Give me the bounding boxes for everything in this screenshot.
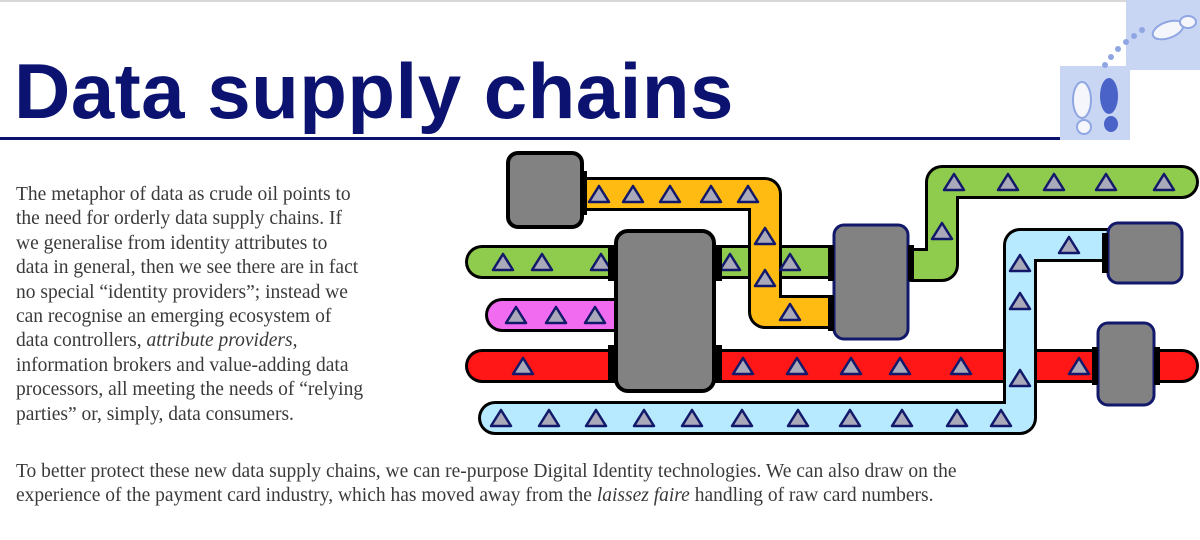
paragraph-line: data in general, then we see there are i… (16, 257, 359, 279)
triangle-marker (718, 252, 742, 272)
triangle-marker (621, 184, 645, 204)
triangle-marker (680, 408, 704, 428)
footer-paragraph: To better protect these new data supply … (16, 460, 1176, 509)
triangle-marker (949, 356, 973, 376)
triangle-marker (489, 408, 513, 428)
triangle-marker (838, 408, 862, 428)
triangle-marker (658, 184, 682, 204)
triangle-marker (930, 221, 954, 241)
triangle-marker (1008, 291, 1032, 311)
triangle-marker (890, 408, 914, 428)
triangle-marker (778, 302, 802, 322)
paragraph-line: processors, all meeting the needs of “re… (16, 379, 364, 401)
paragraph-line: can recognise an emerging ecosystem of (16, 306, 332, 328)
triangle-marker (778, 252, 802, 272)
triangle-marker (731, 356, 755, 376)
paragraph-line: parties” or, simply, data consumers. (16, 403, 294, 425)
triangle-marker (584, 408, 608, 428)
triangle-marker (1008, 368, 1032, 388)
triangle-marker (942, 172, 966, 192)
triangle-marker (583, 305, 607, 325)
body-paragraph: The metaphor of data as crude oil points… (16, 183, 436, 427)
emphasis-text: attribute providers (146, 330, 293, 352)
triangle-marker (504, 305, 528, 325)
processing-node (1096, 321, 1156, 407)
triangle-marker (753, 226, 777, 246)
triangle-marker (730, 408, 754, 428)
processing-node (832, 223, 910, 341)
triangle-marker (1057, 235, 1081, 255)
triangle-marker (989, 408, 1013, 428)
triangle-marker (753, 268, 777, 288)
triangle-marker (537, 408, 561, 428)
paragraph-line: information brokers and value-adding dat… (16, 354, 349, 376)
triangle-marker (1152, 172, 1176, 192)
triangle-marker (587, 184, 611, 204)
processing-node (506, 151, 584, 229)
top-border (0, 0, 1200, 2)
footer-line: To better protect these new data supply … (16, 461, 957, 482)
conveyor-belt-diagram (465, 151, 1199, 435)
triangle-marker (1008, 253, 1032, 273)
triangle-marker (786, 408, 810, 428)
paragraph-line: the need for orderly data supply chains.… (16, 208, 342, 230)
paragraph-line: The metaphor of data as crude oil points… (16, 184, 351, 205)
triangle-marker (888, 356, 912, 376)
title-underline (0, 137, 1060, 140)
footprints-icon (1060, 0, 1200, 140)
paragraph-line: data controllers, attribute providers, (16, 330, 298, 352)
triangle-marker (491, 252, 515, 272)
processing-node (1106, 221, 1184, 285)
triangle-marker (589, 252, 613, 272)
triangle-marker (1094, 172, 1118, 192)
triangle-marker (1067, 356, 1091, 376)
triangle-marker (1042, 172, 1066, 192)
triangle-marker (632, 408, 656, 428)
triangle-marker (699, 184, 723, 204)
emphasis-text: laissez faire (596, 485, 690, 507)
processing-node (614, 229, 716, 393)
slide-title: Data supply chains (14, 47, 734, 135)
paragraph-line: we generalise from identity attributes t… (16, 232, 328, 254)
paragraph-line: no special “identity providers”; instead… (16, 281, 348, 303)
triangle-marker (996, 172, 1020, 192)
triangle-marker (736, 184, 760, 204)
triangle-marker (511, 356, 535, 376)
triangle-marker (785, 356, 809, 376)
triangle-marker (544, 305, 568, 325)
triangle-marker (839, 356, 863, 376)
footer-line: experience of the payment card industry,… (16, 485, 934, 507)
triangle-marker (530, 252, 554, 272)
triangle-marker (945, 408, 969, 428)
